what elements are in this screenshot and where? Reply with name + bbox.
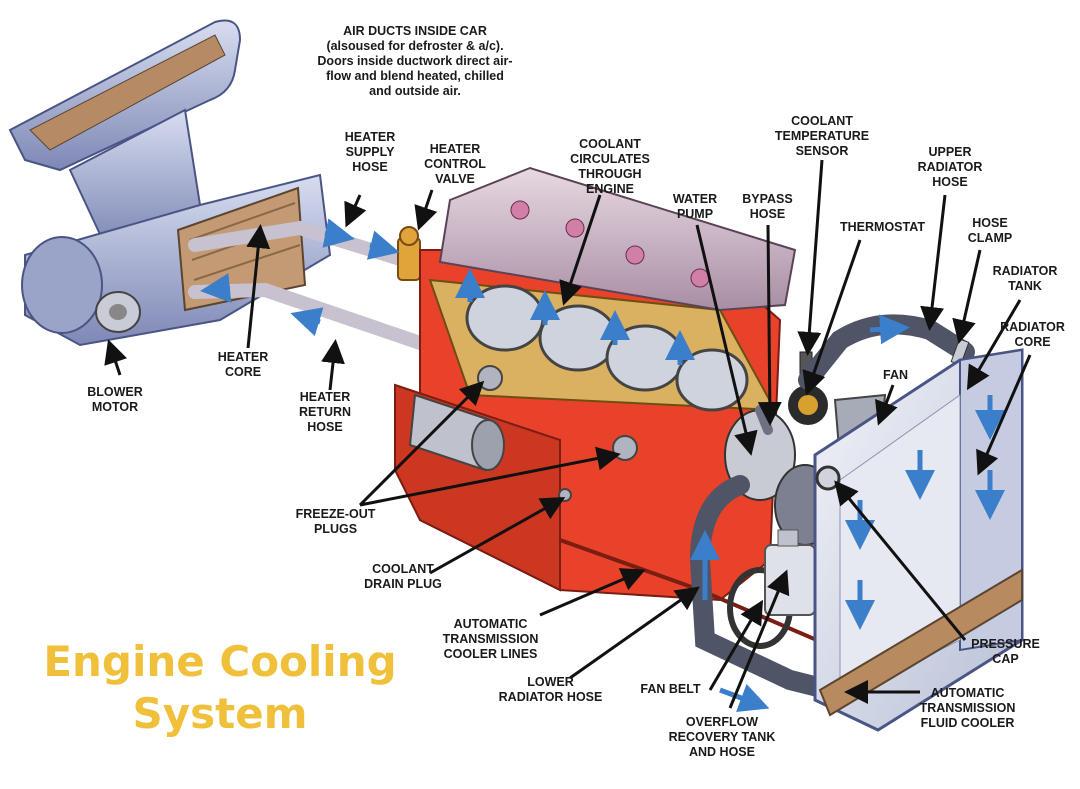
label-coolant-circulates: COOLANT CIRCULATES THROUGH ENGINE <box>570 137 650 196</box>
label-freeze-out-plugs: FREEZE-OUT PLUGS <box>295 507 376 536</box>
label-overflow-tank: OVERFLOW RECOVERY TANK AND HOSE <box>668 715 776 759</box>
label-auto-trans-fluid-cooler: AUTOMATIC TRANSMISSION FLUID COOLER <box>919 686 1016 730</box>
label-water-pump: WATER PUMP <box>672 192 718 221</box>
blower-motor <box>95 291 141 333</box>
label-thermostat: THERMOSTAT <box>840 220 925 234</box>
label-heater-control-valve: HEATER CONTROL VALVE <box>424 142 486 186</box>
label-coolant-temperature-sensor: COOLANT TEMPERATURE SENSOR <box>774 114 870 158</box>
label-hose-clamp: HOSE CLAMP <box>967 216 1013 245</box>
starter-cylinder <box>408 393 505 472</box>
air-duct <box>8 19 242 247</box>
coolant-drain-plug <box>558 488 572 502</box>
label-heater-supply-hose: HEATER SUPPLY HOSE <box>344 130 396 174</box>
label-radiator-core: RADIATOR CORE <box>1000 320 1065 349</box>
label-pressure-cap: PRESSURE CAP <box>971 637 1040 666</box>
label-auto-trans-cooler-lines: AUTOMATIC TRANSMISSION COOLER LINES <box>442 617 539 661</box>
thermostat <box>788 385 828 425</box>
label-heater-return-hose: HEATER RETURN HOSE <box>298 390 352 434</box>
label-heater-core: HEATER CORE <box>217 350 269 379</box>
diagram-title: Engine Cooling System <box>43 637 397 738</box>
heater-control-valve <box>397 226 421 281</box>
pressure-cap <box>815 465 841 491</box>
freeze-out-plug-2 <box>612 435 638 461</box>
label-radiator-tank: RADIATOR TANK <box>992 264 1058 293</box>
label-blower-motor: BLOWER MOTOR <box>87 385 143 414</box>
label-upper-radiator-hose: UPPER RADIATOR HOSE <box>917 145 983 189</box>
label-lower-radiator-hose: LOWER RADIATOR HOSE <box>498 675 603 704</box>
label-fan: FAN <box>883 368 908 382</box>
label-fan-belt: FAN BELT <box>640 682 701 696</box>
cylinder-head <box>438 166 797 312</box>
trans-fluid-cooler <box>818 568 1023 717</box>
coolant-flow-arrows <box>200 218 1005 713</box>
label-coolant-drain-plug: COOLANT DRAIN PLUG <box>364 562 442 591</box>
label-air-ducts: AIR DUCTS INSIDE CAR (alsoused for defro… <box>317 24 513 98</box>
label-bypass-hose: BYPASS HOSE <box>742 192 793 221</box>
freeze-out-plug-1 <box>477 365 503 391</box>
overflow-recovery-tank <box>764 529 816 616</box>
leader-lines <box>104 159 1032 709</box>
